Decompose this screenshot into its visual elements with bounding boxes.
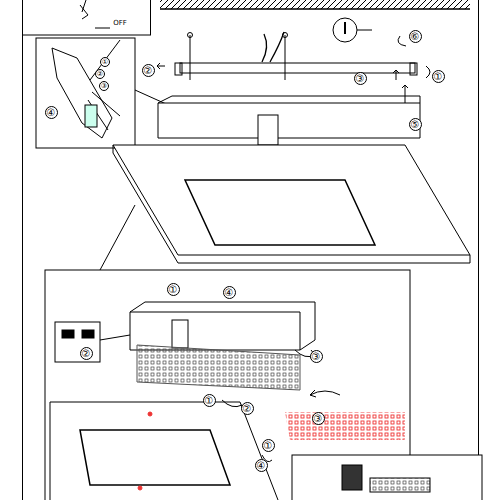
callout-number: ① (100, 57, 110, 67)
callout-number: ② (241, 402, 254, 415)
callout-number: ③ (310, 350, 323, 363)
switch-label: OFF (113, 19, 127, 27)
callout-number: ① (432, 70, 445, 83)
callout-number: ① (203, 394, 216, 407)
callout-number: ⑥ (409, 30, 422, 43)
callout-number: ③ (354, 72, 367, 85)
callout-number: ③ (99, 81, 109, 91)
callout-number: ② (80, 347, 93, 360)
callout-number: ② (142, 64, 155, 77)
callout-number: ④ (255, 459, 268, 472)
callout-number: ② (95, 69, 105, 79)
callout-number: ① (167, 283, 180, 296)
callout-number: ④ (45, 106, 58, 119)
callout-number: ① (262, 439, 275, 452)
callout-number: ⑤ (409, 118, 422, 131)
callout-number: ③ (312, 412, 325, 425)
callout-number: ④ (223, 286, 236, 299)
